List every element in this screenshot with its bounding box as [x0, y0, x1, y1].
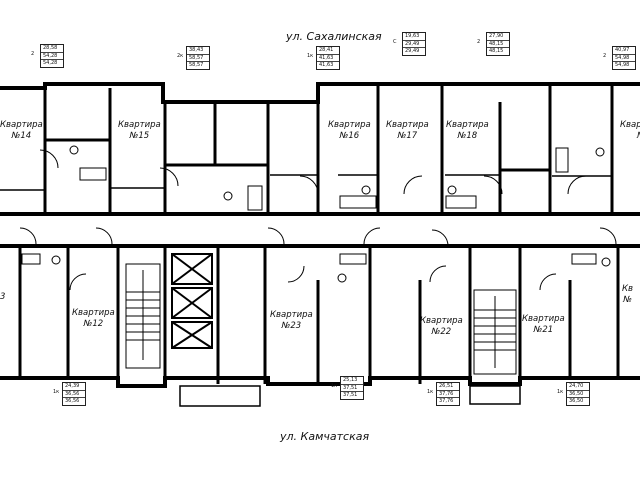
elevator-shafts [171, 253, 213, 349]
apartment-label-13: 3 [0, 292, 6, 302]
top-partitions [43, 86, 614, 214]
balcony-outline [179, 385, 521, 407]
stairwell-right [473, 289, 517, 375]
bath-fixtures [21, 145, 611, 283]
bottom-partitions [18, 246, 620, 386]
door-swings [19, 149, 617, 291]
street-bottom: ул. Камчатская [280, 430, 370, 443]
street-top: ул. Сахалинская [286, 30, 382, 43]
stairwell-left [125, 263, 161, 369]
corridor-walls [0, 212, 640, 248]
exterior-walls [0, 82, 640, 388]
